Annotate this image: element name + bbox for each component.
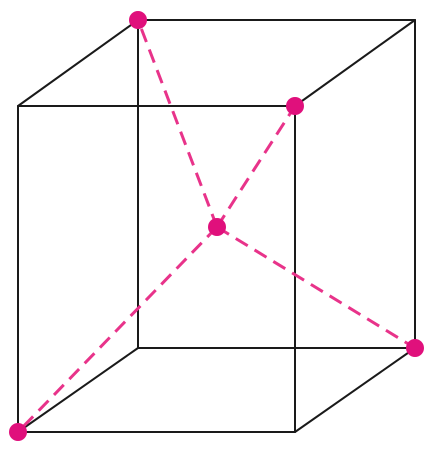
bond-line-center-to-back-bottom-right — [216, 225, 416, 350]
cube-edge-front-bottom-left-to-back-bottom-left — [17, 347, 139, 433]
bond-line-center-to-front-bottom-left — [16, 225, 219, 434]
atom-back-bottom-right — [406, 339, 424, 357]
cube-edge-front-bottom-right-to-back-bottom-right — [294, 347, 416, 433]
bond-line-center-to-back-top-left — [136, 19, 219, 228]
bond-lines — [16, 19, 416, 434]
atom-front-top-right — [286, 97, 304, 115]
atoms — [9, 11, 424, 441]
cube-edge-front-top-left-to-back-top-left — [17, 19, 139, 107]
atom-back-top-left — [129, 11, 147, 29]
cube-edges — [17, 19, 416, 433]
atom-front-bottom-left — [9, 423, 27, 441]
cube-edge-front-top-right-to-back-top-right — [294, 19, 416, 107]
atom-center — [208, 218, 226, 236]
bond-line-center-to-front-top-right — [215, 105, 297, 228]
